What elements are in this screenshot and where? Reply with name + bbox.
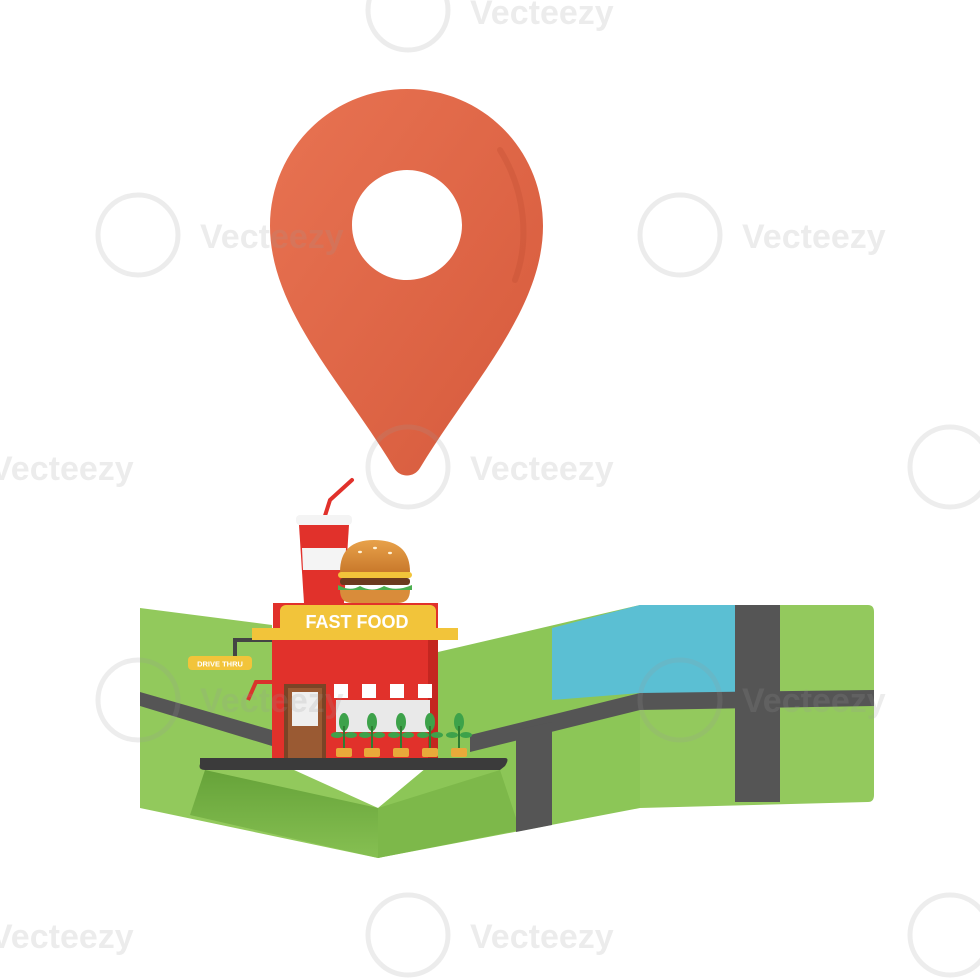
road-middle-horizontal	[470, 693, 640, 752]
drive-thru-sign	[188, 656, 252, 670]
watermark-logo-icon	[365, 424, 451, 510]
door-glass	[292, 692, 318, 726]
watermark-text: Vecteezy	[470, 918, 614, 956]
folded-map	[140, 605, 874, 858]
watermark-logo-icon	[637, 192, 723, 278]
road-middle-vertical	[516, 722, 552, 832]
watermark-text: Vecteezy	[742, 682, 886, 720]
watermark-text: Vecteezy	[200, 682, 344, 720]
watermark-text: Vecteezy	[470, 0, 614, 32]
fast-food-sign-label: FAST FOOD	[306, 612, 409, 632]
watermark-logo-icon	[365, 0, 451, 53]
watermark-text: Vecteezy	[200, 218, 344, 256]
shop-window	[336, 700, 430, 732]
drive-thru-label: DRIVE THRU	[197, 660, 243, 669]
watermark-logo-icon	[365, 892, 451, 978]
watermark-logo-icon	[95, 192, 181, 278]
road-left	[140, 692, 272, 746]
map-pin-icon	[270, 89, 543, 476]
watermark-text: Vecteezy	[470, 450, 614, 488]
watermark-text: Vecteezy	[0, 918, 134, 956]
watermark-text: Vecteezy	[0, 450, 134, 488]
map-water	[552, 605, 735, 700]
plant-icon	[359, 713, 385, 757]
plant-icon	[446, 713, 472, 757]
plant-row	[331, 713, 472, 757]
watermark-logo-icon	[907, 424, 980, 510]
burger-icon	[338, 540, 412, 603]
building-side-shadow	[428, 640, 438, 758]
road-right-vertical	[735, 605, 780, 802]
drive-thru-arm	[246, 680, 272, 701]
plant-icon	[388, 713, 414, 757]
map-panel-middle-fold	[378, 770, 520, 858]
plant-icon	[417, 713, 443, 757]
map-roads	[140, 605, 874, 832]
plant-icon	[331, 713, 357, 757]
platform-base	[199, 758, 508, 770]
watermark-logo-icon	[637, 657, 723, 743]
watermark-logo-icon	[907, 892, 980, 978]
restaurant-building: DRIVE THRU FAST FOOD	[188, 478, 508, 770]
watermark-logo-icon	[95, 657, 181, 743]
sign-panel	[280, 605, 436, 635]
watermark-text: Vecteezy	[742, 218, 886, 256]
soda-cup-icon	[296, 478, 354, 603]
awning	[334, 684, 432, 698]
map-panel-left-shade	[190, 770, 378, 858]
